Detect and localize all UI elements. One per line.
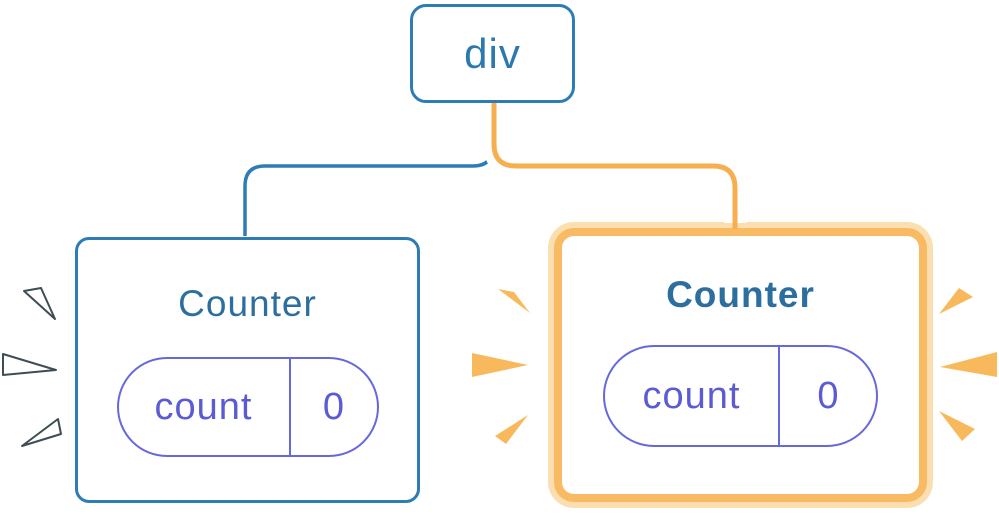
burst-mark	[495, 415, 528, 444]
burst-mark	[939, 288, 973, 314]
state-value: 0	[322, 385, 345, 428]
counter-card-left: Counter count 0	[75, 237, 420, 503]
burst-mark	[939, 411, 975, 441]
right-card-burst-marks-left	[472, 289, 530, 444]
state-pill: count 0	[603, 345, 878, 447]
root-node-label: div	[464, 29, 521, 77]
state-key: count	[119, 359, 291, 455]
burst-mark	[23, 287, 56, 320]
burst-mark	[472, 353, 528, 377]
burst-mark	[940, 352, 997, 377]
edge-to-right-child	[491, 103, 738, 229]
right-card-burst-marks-right	[939, 288, 997, 441]
left-card-burst-marks	[2, 287, 62, 447]
root-node-div: div	[410, 4, 575, 103]
state-key: count	[605, 347, 780, 445]
burst-mark	[2, 353, 57, 376]
counter-card-right-highlight-ring: Counter count 0	[548, 222, 933, 508]
edge-to-right-child-casing	[483, 103, 746, 223]
counter-card-title: Counter	[666, 274, 815, 315]
state-value: 0	[817, 374, 839, 417]
burst-mark	[21, 418, 62, 447]
counter-card-right: Counter count 0	[554, 228, 927, 502]
state-pill: count 0	[116, 357, 379, 457]
edge-to-left-child	[243, 103, 495, 236]
counter-card-title: Counter	[178, 283, 317, 324]
burst-mark	[498, 289, 530, 313]
